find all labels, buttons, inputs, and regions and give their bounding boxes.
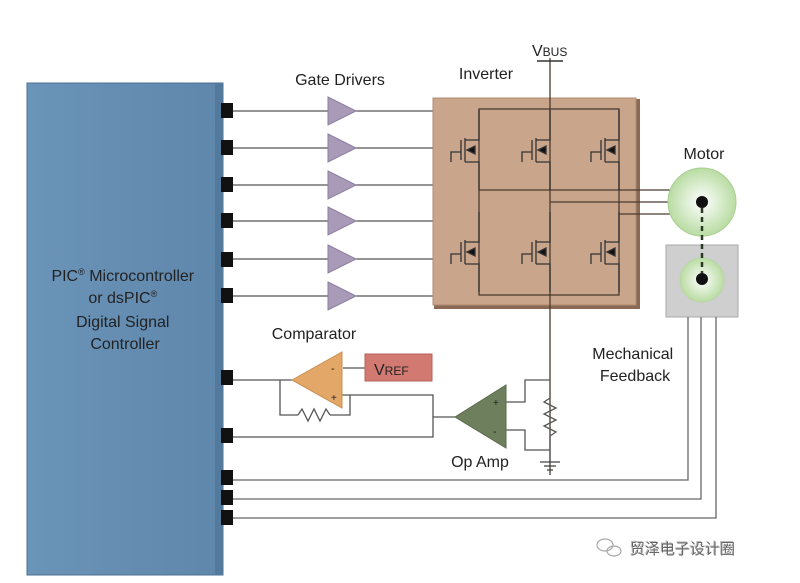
mosfet (521, 212, 551, 292)
motor (667, 167, 737, 237)
mechanical-feedback-label: Mechanical Feedback (592, 346, 677, 385)
controller-label: PIC® Microcontroller or dsPIC® Digital S… (51, 267, 198, 353)
comparator (290, 351, 343, 409)
controller-block (26, 82, 224, 576)
gate-driver (327, 170, 358, 200)
pin (221, 490, 233, 505)
mosfet (590, 110, 620, 190)
comparator-label: Comparator (272, 326, 357, 343)
watermark: 贸泽电子设计圈 (630, 540, 736, 558)
pin (221, 510, 233, 525)
gate-drivers (327, 96, 358, 311)
op-plus: + (493, 398, 499, 409)
op-amp (454, 384, 507, 449)
pin (221, 103, 233, 118)
pin (221, 213, 233, 228)
wechat-icon (596, 538, 622, 557)
feedback-wires (233, 317, 717, 519)
mosfets (450, 110, 620, 292)
pin (221, 177, 233, 192)
inverter-block (432, 97, 640, 309)
op-amp-wiring (506, 379, 560, 471)
op-minus: - (493, 426, 497, 438)
comp-minus: - (331, 363, 335, 375)
vbus-label: VBUS (532, 43, 567, 60)
mosfet (450, 212, 480, 292)
motor-label: Motor (684, 146, 726, 163)
vref-box (364, 353, 433, 382)
comp-plus: + (331, 393, 337, 404)
pin (221, 470, 233, 485)
gate-driver (327, 133, 358, 163)
gate-driver (327, 206, 358, 236)
pin (221, 370, 233, 385)
vref-label: VREF (374, 362, 409, 379)
gate-drivers-label: Gate Drivers (295, 72, 385, 89)
comparator-wiring (233, 367, 455, 438)
pin (221, 428, 233, 443)
mosfet (521, 110, 551, 190)
inverter-label: Inverter (459, 66, 514, 83)
pin (221, 288, 233, 303)
gate-driver (327, 281, 358, 311)
gate-driver (327, 244, 358, 274)
controller-pins (221, 103, 233, 525)
pin (221, 252, 233, 267)
op-amp-label: Op Amp (451, 454, 509, 471)
mosfet (450, 110, 480, 190)
mosfet (590, 212, 620, 292)
pin (221, 140, 233, 155)
gate-driver (327, 96, 358, 126)
